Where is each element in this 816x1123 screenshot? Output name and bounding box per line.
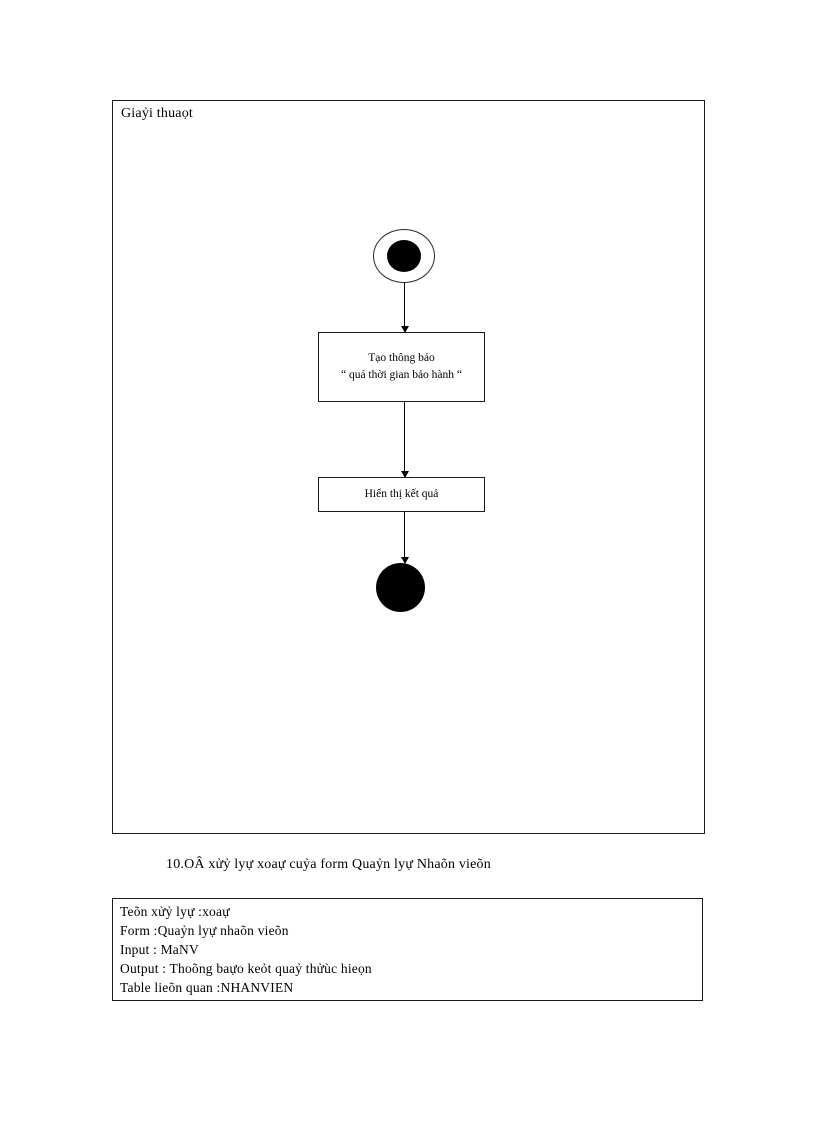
diagram-caption: 10.OÂ xửỷ lyự xoaự cuỷa form Quaỷn lyự N… xyxy=(166,857,491,872)
spec-row-name: Teõn xửỷ lyự :xoaự xyxy=(120,904,230,919)
activity-1-line-1: Tạo thông báo xyxy=(368,352,435,365)
diagram-title: Giaỷi thuaọt xyxy=(121,106,193,121)
spec-row-input: Input : MaNV xyxy=(120,942,199,957)
transition-start-to-activity-1 xyxy=(401,283,409,333)
spec-row-form: Form :Quaỷn lyự nhaõn vieõn xyxy=(120,923,289,938)
final-node xyxy=(376,563,425,612)
specification-table: Teõn xửỷ lyự :xoaự Form :Quaỷn lyự nhaõn… xyxy=(112,898,703,1001)
activity-2-line-1: Hiển thị kết quả xyxy=(364,488,439,501)
activity-diagram-frame: Giaỷi thuaọt Tạo thông báo “ quá thời gi… xyxy=(112,100,705,834)
spec-row-table: Table lieõn quan :NHANVIEN xyxy=(120,980,294,995)
activity-1-line-2: “ quá thời gian bảo hành “ xyxy=(340,369,463,381)
arrow-head-icon xyxy=(401,471,409,478)
initial-node xyxy=(373,229,435,283)
spec-row-output: Output : Thoõng baựo keỏt quaỷ thửùc hie… xyxy=(120,961,372,976)
activity-node-display-result: Hiển thị kết quả xyxy=(318,477,485,512)
transition-activity-2-to-final xyxy=(401,512,409,564)
initial-node-inner-dot xyxy=(387,240,421,272)
arrow-head-icon xyxy=(401,326,409,333)
arrow-head-icon xyxy=(401,557,409,564)
activity-node-create-notification: Tạo thông báo “ quá thời gian bảo hành “ xyxy=(318,332,485,402)
transition-activity-1-to-activity-2 xyxy=(401,402,409,478)
